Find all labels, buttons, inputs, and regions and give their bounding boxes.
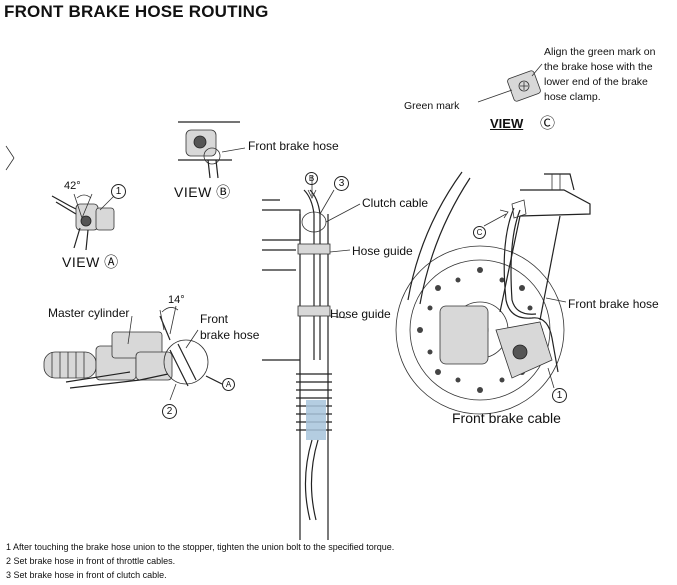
- callout-3: 3: [334, 176, 349, 191]
- view-c-label: VIEW: [490, 116, 524, 131]
- align-note-line-4: hose clamp.: [544, 91, 601, 103]
- footnote-1: 1 After touching the brake hose union to…: [6, 542, 395, 552]
- align-note-line-3: lower end of the brake: [544, 76, 648, 88]
- center-fork-art: [262, 176, 361, 540]
- view-a-detail: [51, 193, 115, 251]
- view-b-detail: [178, 121, 246, 179]
- label-hose-guide-upper: Hose guide: [352, 244, 413, 258]
- right-brake-assembly-art: [395, 171, 591, 415]
- align-note-line-1: Align the green mark on: [544, 46, 656, 58]
- align-note-line-2: the brake hose with the: [544, 61, 653, 73]
- callout-1-caliper: 1: [552, 388, 567, 403]
- label-front-brake-hose-top: Front brake hose: [248, 139, 339, 153]
- arrow-b-marker: B: [305, 172, 318, 185]
- view-c-clamp-art: [477, 63, 543, 103]
- align-note: Align the green mark on the brake hose w…: [544, 45, 655, 105]
- label-green-mark: Green mark: [404, 100, 460, 112]
- footnotes: 1 After touching the brake hose union to…: [6, 540, 394, 582]
- label-front: Front: [200, 312, 229, 326]
- label-front-brake-cable: Front brake cable: [452, 410, 561, 426]
- angle-14: 14°: [168, 294, 185, 306]
- master-cylinder-art: [43, 305, 223, 401]
- page-title: FRONT BRAKE HOSE ROUTING: [4, 2, 269, 21]
- callout-2: 2: [162, 404, 177, 419]
- view-b-label: VIEW Ⓑ: [174, 184, 231, 200]
- footnote-2: 2 Set brake hose in front of throttle ca…: [6, 556, 176, 566]
- label-hose-guide-lower: Hose guide: [330, 307, 391, 321]
- arrow-a-marker: A: [222, 378, 235, 391]
- label-master-cylinder: Master cylinder: [48, 306, 130, 320]
- callout-1-view-a: 1: [111, 184, 126, 199]
- view-c-mark: Ⓒ: [540, 115, 556, 132]
- angle-42: 42°: [64, 180, 81, 192]
- label-clutch-cable: Clutch cable: [362, 196, 429, 210]
- label-brake-hose: brake hose: [200, 328, 260, 342]
- arrow-c-marker: C: [473, 226, 486, 239]
- label-front-brake-hose-right: Front brake hose: [568, 297, 659, 311]
- footnote-3: 3 Set brake hose in front of clutch cabl…: [6, 570, 167, 580]
- view-a-label: VIEW Ⓐ: [62, 254, 119, 270]
